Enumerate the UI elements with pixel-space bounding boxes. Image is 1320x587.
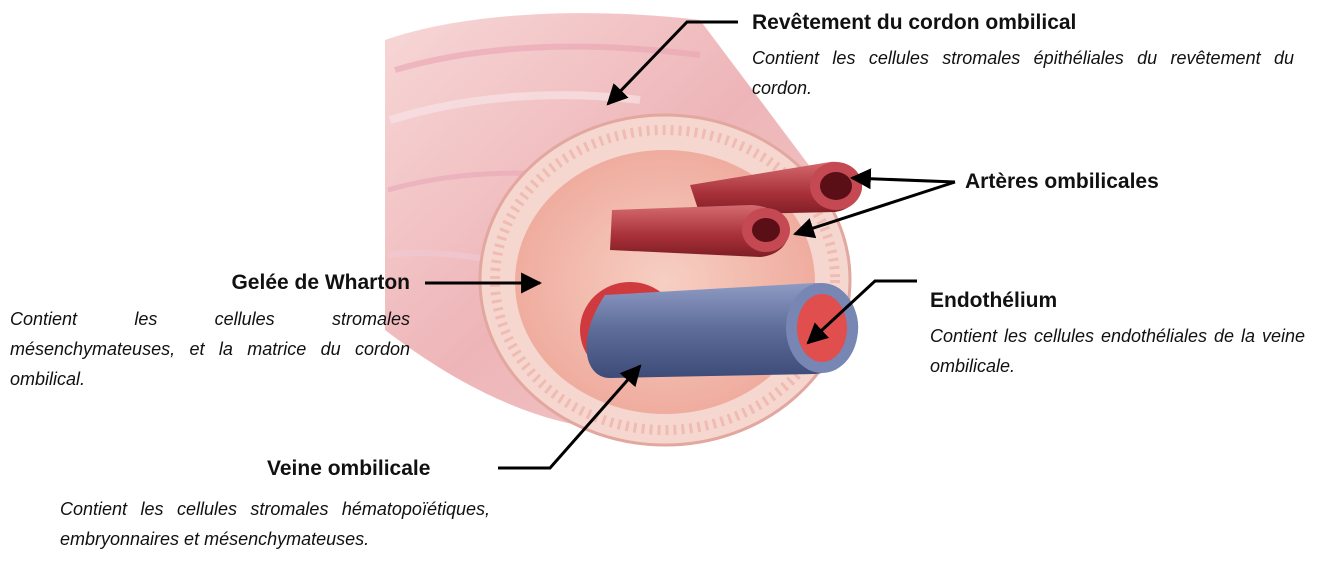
label-veine: Veine ombilicale — [267, 456, 430, 482]
umbilical-vein — [580, 282, 858, 378]
label-arteres: Artères ombilicales — [965, 169, 1159, 195]
desc-endothelium: Contient les cellules endothéliales de l… — [930, 321, 1305, 381]
label-endothelium: Endothélium — [930, 288, 1057, 314]
desc-veine: Contient les cellules stromales hématopo… — [60, 494, 490, 554]
desc-wharton: Contient les cellules stromales mésenchy… — [10, 304, 410, 394]
cord-cross-section — [480, 115, 850, 445]
arrow-artere-1 — [852, 178, 955, 182]
desc-revetement: Contient les cellules stromales épithéli… — [752, 43, 1294, 103]
umbilical-artery-lower — [610, 205, 790, 257]
label-wharton: Gelée de Wharton — [10, 270, 410, 296]
label-revetement: Revêtement du cordon ombilical — [752, 10, 1076, 36]
